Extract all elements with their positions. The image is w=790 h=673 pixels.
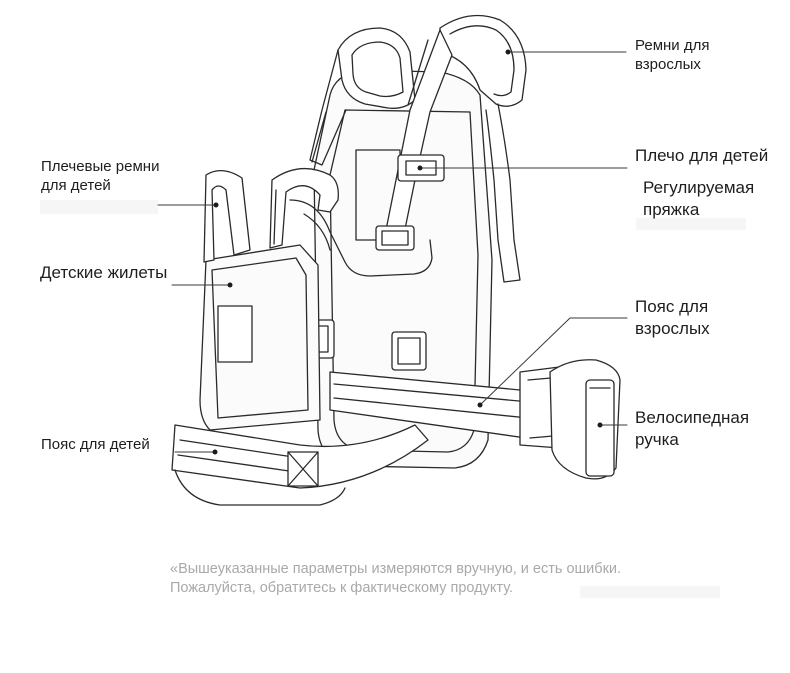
disclaimer-text: «Вышеуказанные параметры измеряются вруч… [170, 561, 622, 596]
label-bike-handle: Велосипедная ручка [635, 408, 750, 449]
label-adjustable-buckle: Регулируемая пряжка [643, 178, 755, 219]
label-adult-belt: Пояс для взрослых [635, 297, 710, 338]
label-child-belt: Пояс для детей [41, 436, 150, 453]
leader-dots [212, 49, 603, 455]
label-adult-straps: Ремни для взрослых [635, 37, 710, 73]
label-backdrop [40, 200, 158, 214]
label-child-shoulder: Плечо для детей [635, 146, 769, 165]
label-backdrop [580, 586, 720, 598]
child-vest [199, 167, 433, 431]
leader-lines [157, 51, 628, 453]
adult-shoulder-straps [309, 14, 527, 283]
label-child-vests: Детские жилеты [40, 263, 168, 282]
bike-handle [549, 359, 621, 480]
label-child-shoulder-straps: Плечевые ремни для детей [41, 158, 160, 194]
label-backdrop [636, 218, 746, 230]
child-belt [171, 424, 429, 506]
